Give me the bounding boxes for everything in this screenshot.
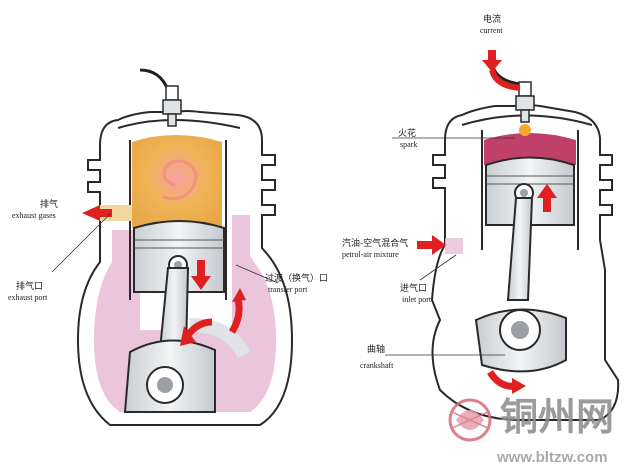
svg-text:inlet port: inlet port [402,295,432,304]
svg-text:排气口: 排气口 [16,280,43,292]
watermark-url: www.bltzw.com [496,449,608,466]
right-inlet-mixture [445,238,463,254]
svg-text:exhaust gases: exhaust gases [12,211,56,220]
label-current: 电流 current [480,13,503,35]
svg-text:进气口: 进气口 [400,282,427,294]
label-petrol-air-mixture: 汽油-空气混合气 petrol-air mixture [342,237,408,259]
spark-glow [519,124,531,136]
svg-text:排气: 排气 [40,198,58,210]
svg-text:电流: 电流 [483,13,501,25]
svg-text:汽油-空气混合气: 汽油-空气混合气 [342,237,408,249]
left-combustion-gas [132,135,222,228]
watermark-name: 铜州网 [500,395,614,439]
right-engine: 电流 current 火花 spark 汽油-空气混合气 petrol-air … [342,13,618,420]
left-engine: 排气 exhaust gases 排气口 exhaust port 过渡（换气）… [8,70,328,425]
svg-text:transfer port: transfer port [268,285,308,294]
svg-text:过渡（换气）口: 过渡（换气）口 [265,272,328,284]
svg-text:current: current [480,26,503,35]
current-arrow-icon [482,50,502,72]
label-exhaust-gases: 排气 exhaust gases [12,198,58,220]
right-crankshaft-icon [476,309,566,371]
svg-text:exhaust port: exhaust port [8,293,48,302]
svg-text:crankshaft: crankshaft [360,361,394,370]
svg-text:火花: 火花 [398,127,416,139]
svg-text:petrol-air mixture: petrol-air mixture [342,250,399,259]
svg-text:曲轴: 曲轴 [367,343,385,355]
svg-text:spark: spark [400,140,417,149]
